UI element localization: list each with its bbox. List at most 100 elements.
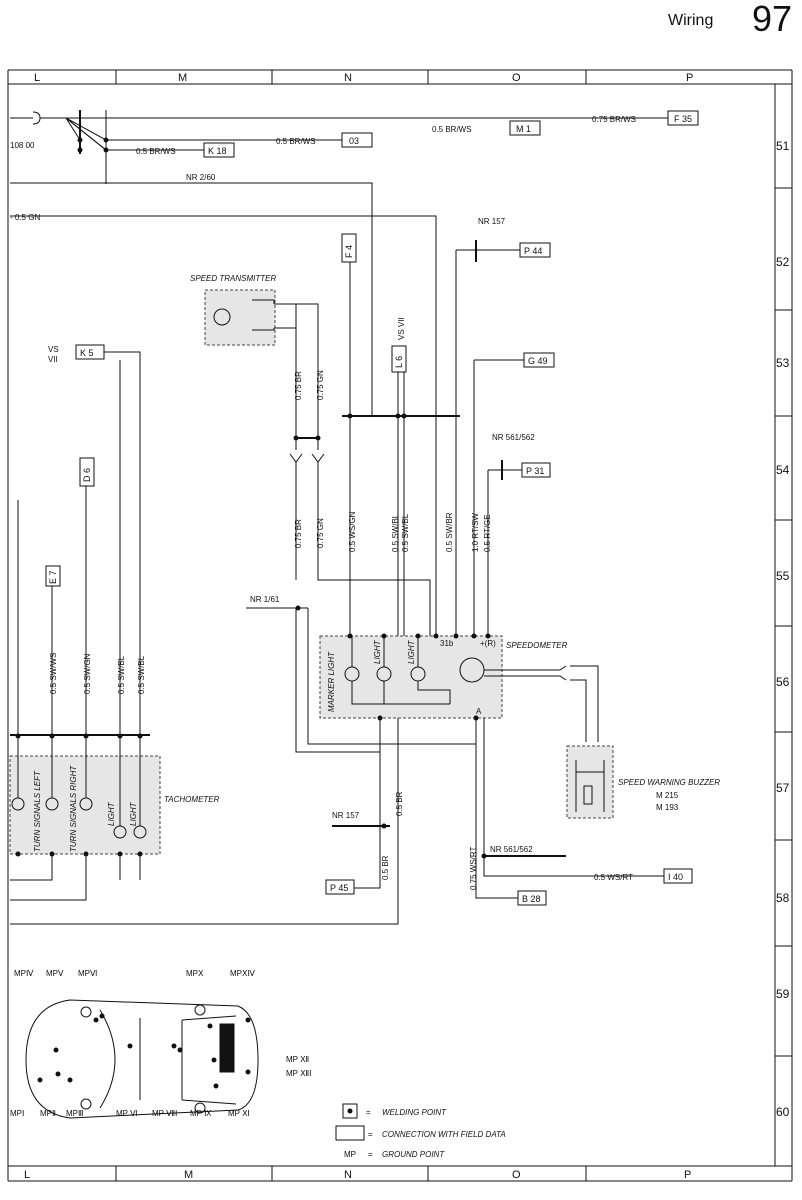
gp-mp14: MPⅩⅣ — [230, 969, 255, 978]
gp-mp11: MP Ⅺ — [228, 1109, 250, 1118]
wire-label-075-brws: 0.75 BR/WS — [592, 115, 636, 124]
nr-label-157-top: NR 157 — [478, 217, 506, 226]
label-turn-signals-left: TURN SIGNALS LEFT — [33, 770, 42, 852]
legend-eq-1: = — [366, 1108, 371, 1117]
wire-label-swbl-4: 0.5 SW/BL — [137, 655, 146, 694]
conn-l6: L 6 — [394, 356, 404, 368]
legend-eq-3: = — [368, 1150, 373, 1159]
col-label-bottom-l: L — [24, 1169, 30, 1181]
wire-label-gn: - 0.5 GN — [10, 213, 40, 222]
nr-label-157-bottom: NR 157 — [332, 811, 360, 820]
conn-i40: I 40 — [668, 872, 683, 882]
label-speed-warning-buzzer: SPEED WARNING BUZZER — [618, 778, 720, 787]
gp-mp12: MP Ⅻ — [286, 1055, 309, 1064]
label-speed-transmitter: SPEED TRANSMITTER — [190, 274, 276, 283]
gp-mp3: MPⅢ — [66, 1109, 84, 1118]
col-label-top-n: N — [344, 72, 352, 84]
wire-label-075-br-lower: 0.75 BR — [294, 519, 303, 548]
wire-label-05-brws-k18: 0.5 BR/WS — [136, 147, 176, 156]
col-label-top-m: M — [178, 72, 187, 84]
nr-label-561-bottom: NR 561/562 — [490, 845, 533, 854]
conn-f35: F 35 — [674, 114, 692, 124]
col-label-bottom-m: M — [184, 1169, 193, 1181]
label-tach-light-1: LIGHT — [107, 801, 116, 826]
wire-label-075-gn-lower: 0.75 GN — [316, 518, 325, 548]
wire-label-swws: 0.5 SW/WS — [49, 653, 58, 694]
label-m215: M 215 — [656, 791, 679, 800]
page-number: 97 — [752, 0, 793, 39]
gp-mp10: MPⅩ — [186, 969, 204, 978]
wire-label-05-brws-m1: 0.5 BR/WS — [432, 125, 472, 134]
wire-label-wsgn: 0.5 WS/GN — [348, 511, 357, 552]
wire-label-vii: VII — [48, 355, 58, 364]
wire-label-10800: 108 00 — [10, 141, 35, 150]
wire-label-075-br: 0.75 BR — [294, 371, 303, 400]
col-label-bottom-o: O — [512, 1169, 521, 1181]
label-terminal-31b: 31b — [440, 639, 454, 648]
gp-mp8: MP ⅦⅠ — [152, 1109, 177, 1118]
gp-mp9: MP Ⅸ — [190, 1109, 212, 1118]
wire-label-swbl-1: 0.5 SW/BL — [391, 513, 400, 552]
label-light-2: LIGHT — [407, 639, 416, 664]
label-terminal-a: A — [476, 707, 482, 716]
label-speedometer: SPEEDOMETER — [506, 641, 568, 650]
wire-label-05-br-lower: 0.5 BR — [381, 855, 390, 880]
row-label-53: 53 — [776, 356, 790, 370]
gp-mp6: MPⅥ — [78, 969, 97, 978]
col-label-top-l: L — [34, 72, 40, 84]
col-label-top-o: O — [512, 72, 521, 84]
row-label-59: 59 — [776, 987, 790, 1001]
nr-label-561-top: NR 561/562 — [492, 433, 535, 442]
conn-k18: K 18 — [208, 146, 227, 156]
col-label-bottom-n: N — [344, 1169, 352, 1181]
label-tach-light-2: LIGHT — [129, 801, 138, 826]
page-section-title: Wiring — [668, 12, 714, 29]
legend-eq-2: = — [368, 1130, 373, 1139]
col-label-top-p: P — [686, 72, 693, 84]
wire-label-05-brws-o3: 0.5 BR/WS — [276, 137, 316, 146]
wire-label-rtsw: 1.0 RT/SW — [471, 513, 480, 552]
gp-mp13: MP ⅫⅠ — [286, 1069, 312, 1078]
row-label-57: 57 — [776, 781, 790, 795]
legend-ground-point: GROUND POINT — [382, 1150, 445, 1159]
row-label-55: 55 — [776, 569, 790, 583]
legend-connection-field-data: CONNECTION WITH FIELD DATA — [382, 1130, 506, 1139]
wire-label-05-wsrt: 0.5 WS/RT — [594, 873, 633, 882]
conn-f4: F 4 — [344, 245, 354, 258]
col-label-bottom-p: P — [684, 1169, 691, 1181]
conn-e7: E 7 — [48, 570, 58, 584]
row-label-54: 54 — [776, 463, 790, 477]
row-label-58: 58 — [776, 891, 790, 905]
wire-label-swbl-2: 0.5 SW/BL — [401, 513, 410, 552]
wire-label-05-br: 0.5 BR — [395, 791, 404, 816]
row-label-60: 60 — [776, 1105, 790, 1119]
conn-b28: B 28 — [522, 894, 541, 904]
conn-p45: P 45 — [330, 883, 348, 893]
gp-mp6b: MP Ⅵ — [116, 1109, 137, 1118]
wire-label-swgn: 0.5 SW/GN — [83, 653, 92, 694]
wire-label-rtge: 0.5 RT/GE — [483, 514, 492, 552]
legend-welding-point: WELDING POINT — [382, 1108, 447, 1117]
conn-d6: D 6 — [82, 468, 92, 482]
label-m193: M 193 — [656, 803, 679, 812]
gp-mp2: MPⅡ — [40, 1109, 56, 1118]
conn-g49: G 49 — [528, 356, 548, 366]
row-label-56: 56 — [776, 675, 790, 689]
wire-label-vs-vii: VS VII — [397, 317, 406, 340]
row-label-51: 51 — [776, 139, 790, 153]
wire-label-075-gn: 0.75 GN — [316, 370, 325, 400]
conn-m1: M 1 — [516, 124, 531, 134]
conn-p44: P 44 — [524, 246, 542, 256]
wire-label-075-wsrt: 0.75 WS/RT — [469, 846, 478, 890]
wire-label-swbr: 0.5 SW/BR — [445, 512, 454, 552]
welding-point-icon — [347, 1108, 353, 1114]
gp-mp5: MPⅤ — [46, 969, 64, 978]
label-light-1: LIGHT — [373, 639, 382, 664]
label-terminal-plus: +(R) — [480, 639, 496, 648]
label-turn-signals-right: TURN SIGNALS RIGHT — [69, 765, 78, 852]
label-tachometer: TACHOMETER — [164, 795, 220, 804]
conn-k5: K 5 — [80, 348, 94, 358]
wire-label-vs: VS — [48, 345, 59, 354]
gp-mp1: MPⅠ — [10, 1109, 24, 1118]
